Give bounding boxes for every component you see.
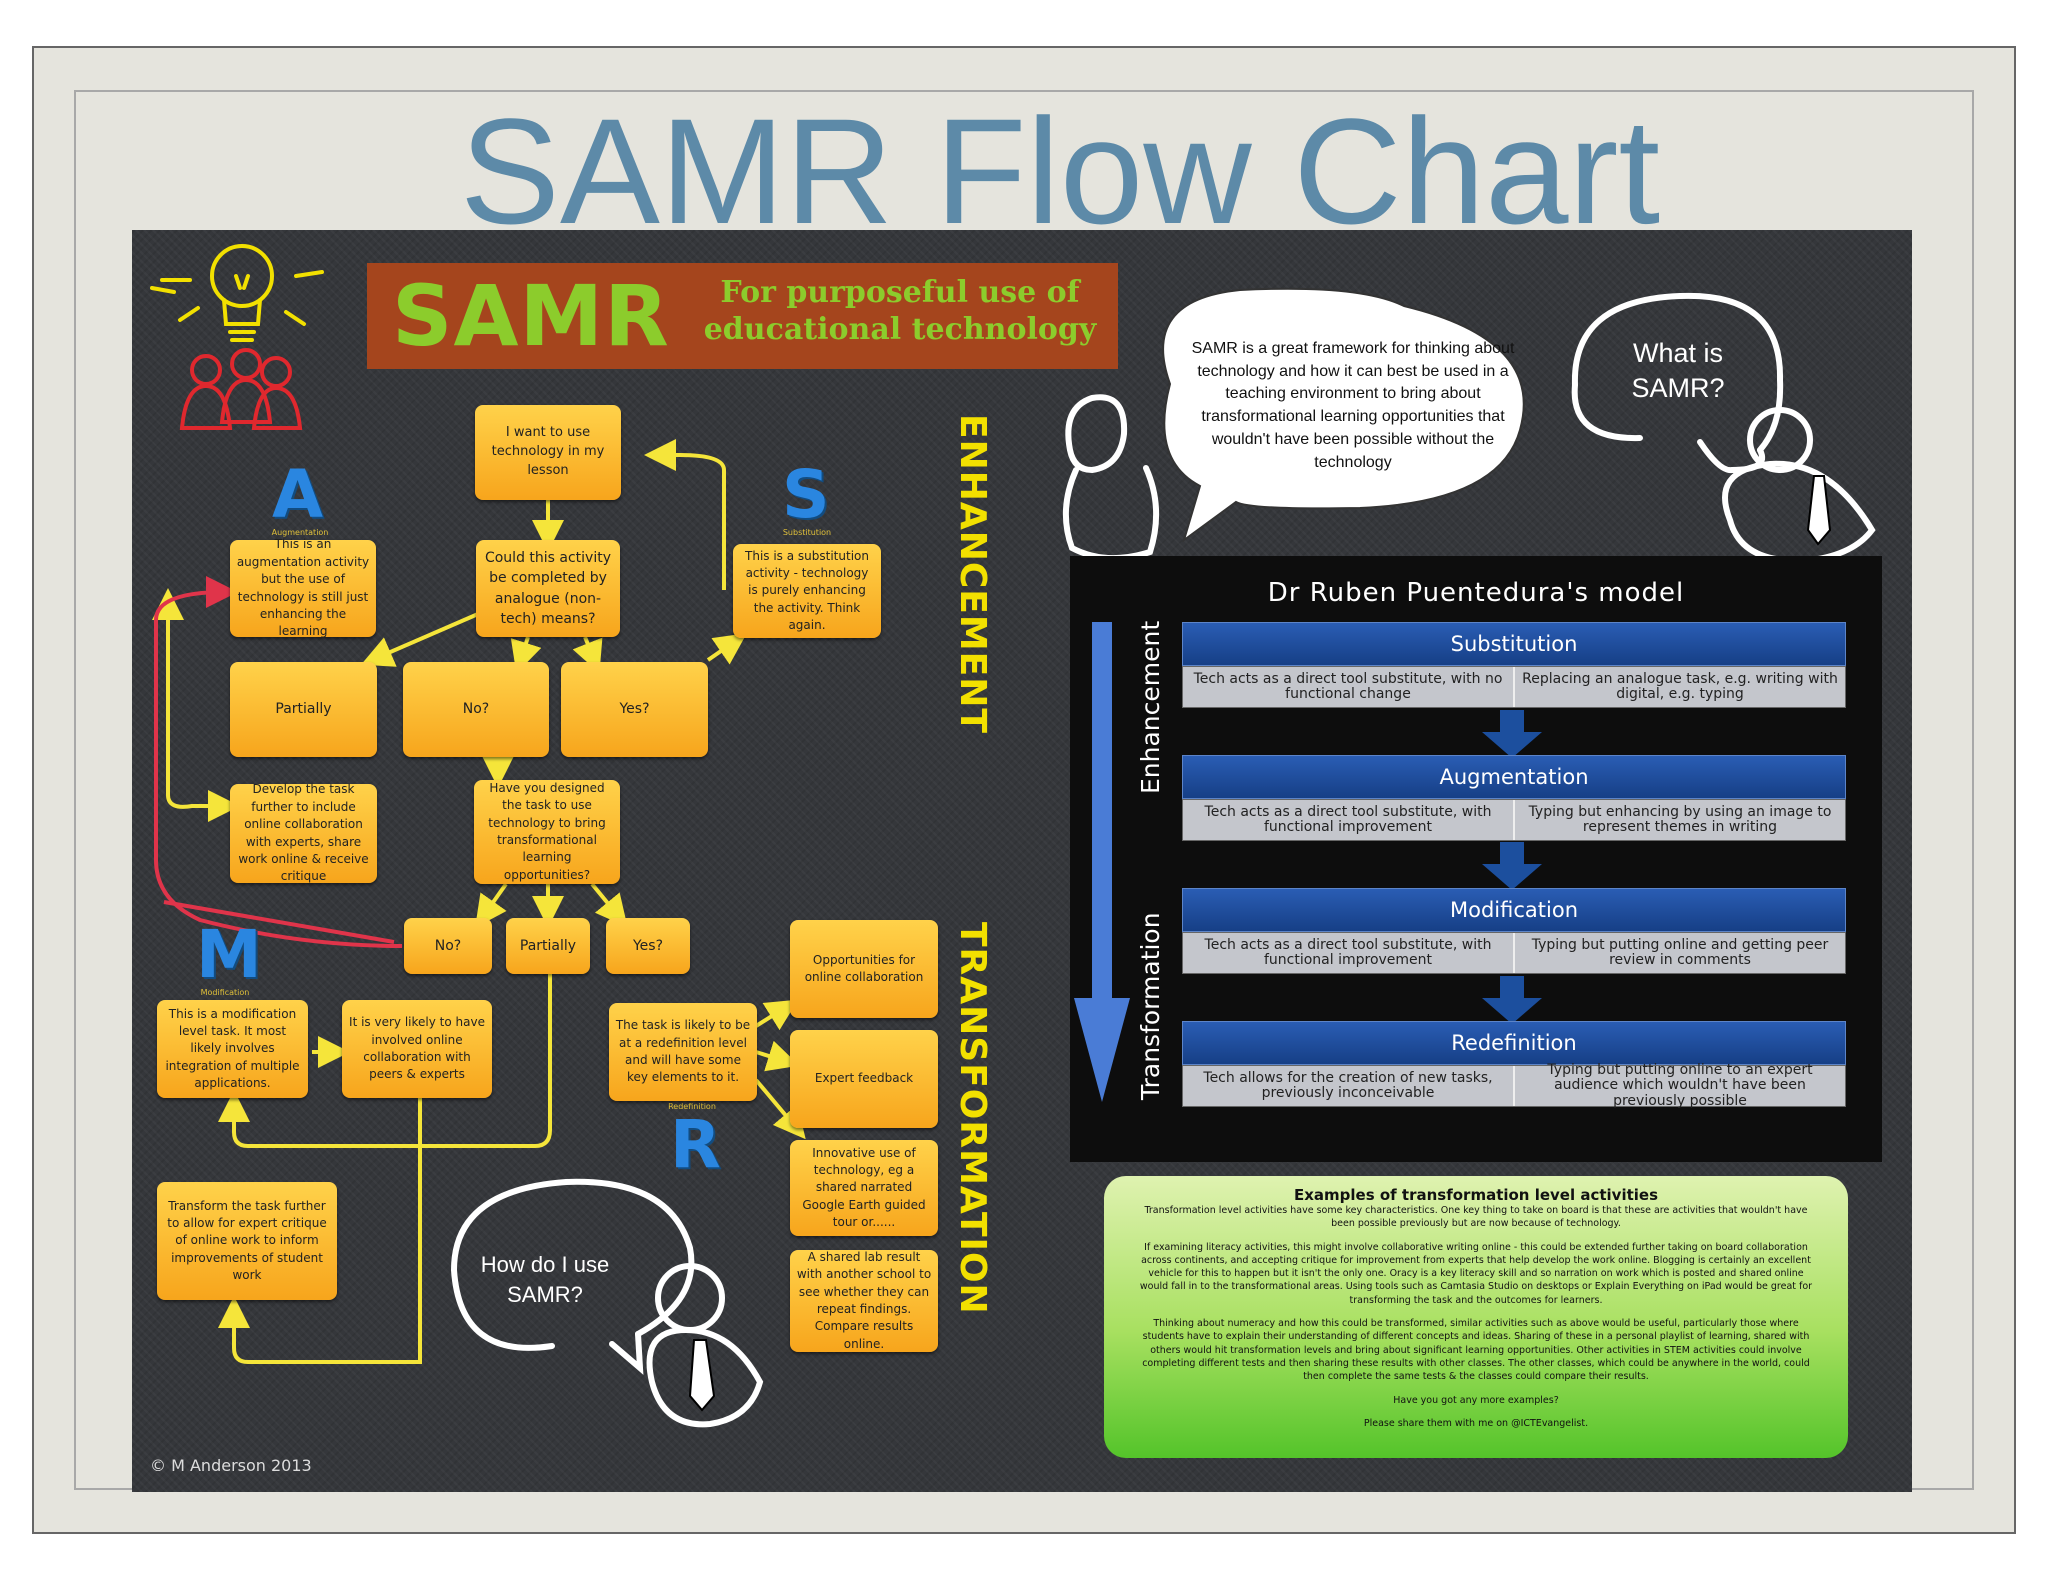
what-is-samr-text: What is SAMR? xyxy=(1631,338,1725,404)
flow-transformational-question-box: Have you designed the task to use techno… xyxy=(474,780,620,884)
examples-question: Have you got any more examples? xyxy=(1393,1394,1559,1406)
lightbulb-icon xyxy=(150,244,324,430)
flow-no2-box: No? xyxy=(404,918,492,974)
flow-partially2-box: Partially xyxy=(506,918,590,974)
flow-transform-further-box: Transform the task further to allow for … xyxy=(157,1182,337,1300)
stage-row: Tech acts as a direct tool substitute, w… xyxy=(1182,666,1846,708)
flow-online-collaboration-box: Opportunities for online collaboration xyxy=(790,920,938,1018)
letter-a: A xyxy=(272,456,324,533)
loop-arrow xyxy=(154,576,403,948)
transformation-vertical-label: TRANSFORMATION xyxy=(952,922,993,1315)
how-do-i-use-samr-text: How do I use SAMR? xyxy=(480,1252,610,1307)
flow-develop-box: Develop the task further to include onli… xyxy=(230,782,377,883)
examples-paragraph: Thinking about numeracy and how this cou… xyxy=(1142,1318,1810,1383)
letter-m-label: Modification xyxy=(200,988,250,997)
stage-title: Modification xyxy=(1182,888,1846,932)
stage-row: Tech acts as a direct tool substitute, w… xyxy=(1182,932,1846,974)
flow-analogue-question-box: Could this activity be completed by anal… xyxy=(476,540,620,637)
stage-description: Tech acts as a direct tool substitute, w… xyxy=(1193,670,1503,702)
axis-label-transformation: Transformation xyxy=(1136,912,1165,1100)
flow-augmentation-box: This is an augmentation activity but the… xyxy=(230,537,376,638)
letter-r-label: Redefinition xyxy=(668,1102,716,1111)
stage-example: Typing but putting online to an expert a… xyxy=(1513,1062,1845,1108)
page-title: SAMR Flow Chart xyxy=(459,87,1661,255)
enhancement-vertical-label: ENHANCEMENT xyxy=(952,414,993,734)
stage-row: Tech allows for the creation of new task… xyxy=(1182,1062,1846,1108)
stage-connector-arrows xyxy=(1482,710,1542,1024)
stage-substitution: Substitution Tech acts as a direct tool … xyxy=(1182,622,1846,708)
flow-shared-lab-box: A shared lab result with another school … xyxy=(790,1250,938,1352)
stage-example: Replacing an analogue task, e.g. writing… xyxy=(1513,667,1845,707)
model-axis-arrow xyxy=(1074,622,1130,1102)
flow-yes-box: Yes? xyxy=(561,662,708,757)
flow-innovative-box: Innovative use of technology, eg a share… xyxy=(790,1140,938,1236)
flow-no-box: No? xyxy=(403,662,549,757)
letter-a-label: Augmentation xyxy=(271,528,329,537)
stage-description: Tech acts as a direct tool substitute, w… xyxy=(1204,803,1492,835)
stage-redefinition: Redefinition Tech allows for the creatio… xyxy=(1182,1021,1846,1108)
letter-r: R xyxy=(670,1106,721,1183)
letter-s: S xyxy=(782,456,830,533)
flow-start-box: I want to use technology in my lesson xyxy=(475,405,621,500)
flow-modification-box: This is a modification level task. It mo… xyxy=(157,1000,308,1098)
stage-modification: Modification Tech acts as a direct tool … xyxy=(1182,888,1846,974)
examples-paragraph: Transformation level activities have som… xyxy=(1144,1205,1808,1230)
banner-samr-text: SAMR xyxy=(392,267,670,365)
flow-redefinition-box: The task is likely to be at a redefiniti… xyxy=(609,1003,757,1101)
axis-label-enhancement: Enhancement xyxy=(1136,620,1165,794)
flow-collaboration-box: It is very likely to have involved onlin… xyxy=(342,1000,492,1098)
stage-description: Tech allows for the creation of new task… xyxy=(1203,1069,1493,1101)
flow-substitution-box: This is a substitution activity - techno… xyxy=(733,544,881,638)
flow-expert-feedback-box: Expert feedback xyxy=(790,1030,938,1128)
stage-title: Substitution xyxy=(1182,622,1846,666)
stage-example: Typing but enhancing by using an image t… xyxy=(1513,800,1845,840)
examples-panel: Examples of transformation level activit… xyxy=(1104,1176,1848,1458)
stage-augmentation: Augmentation Tech acts as a direct tool … xyxy=(1182,755,1846,841)
examples-paragraph: If examining literacy activities, this m… xyxy=(1139,1241,1813,1306)
samr-banner xyxy=(367,263,1118,369)
banner-subtitle: For purposeful use of educational techno… xyxy=(703,275,1097,347)
letter-s-label: Substitution xyxy=(782,528,832,537)
stage-row: Tech acts as a direct tool substitute, w… xyxy=(1182,799,1846,841)
letter-m: M xyxy=(196,916,262,993)
flow-yes2-box: Yes? xyxy=(606,918,690,974)
stage-title: Redefinition xyxy=(1182,1021,1846,1065)
framework-text: SAMR is a great framework for thinking a… xyxy=(1191,340,1515,471)
examples-share: Please share them with me on @ICTEvangel… xyxy=(1363,1417,1589,1429)
stage-description: Tech acts as a direct tool substitute, w… xyxy=(1204,936,1492,968)
examples-title: Examples of transformation level activit… xyxy=(1293,1186,1658,1204)
flow-partially-box: Partially xyxy=(230,662,377,757)
stage-title: Augmentation xyxy=(1182,755,1846,799)
stage-example: Typing but putting online and getting pe… xyxy=(1513,933,1845,973)
model-title: Dr Ruben Puentedura's model xyxy=(1267,578,1685,608)
copyright: © M Anderson 2013 xyxy=(150,1456,312,1475)
